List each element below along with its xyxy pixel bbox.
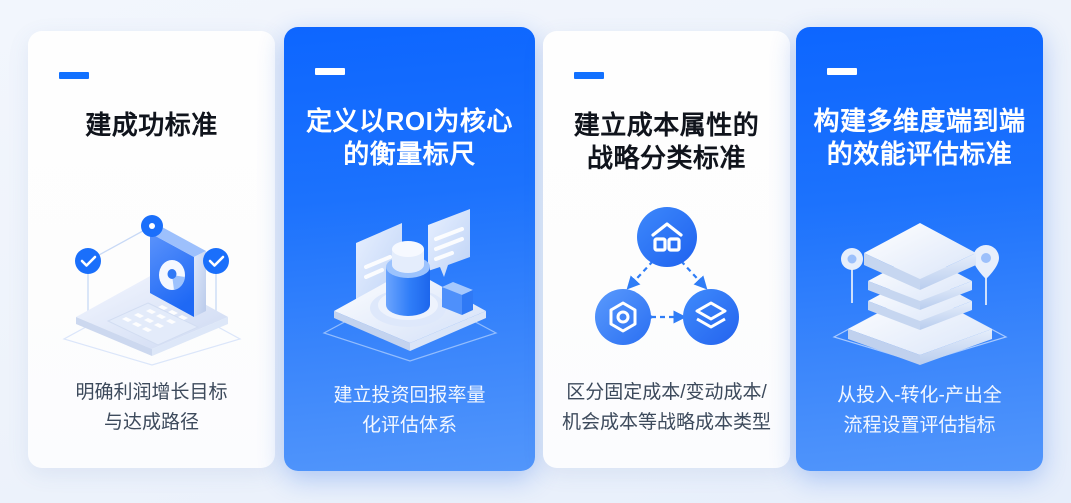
card-title: 建成功标准 — [85, 110, 218, 140]
triangle-node-diagram-icon — [543, 199, 790, 369]
card-roi-measurement-standard[interactable]: 定义以ROI为核心 的衡量标尺 — [284, 27, 535, 471]
card-title: 构建多维度端到端 的效能评估标准 — [813, 106, 1026, 169]
card-title: 建立成本属性的 战略分类标准 — [573, 110, 760, 173]
card-cost-attribute-classification[interactable]: 建立成本属性的 战略分类标准 — [543, 31, 790, 468]
isometric-layer-stack-icon — [796, 195, 1043, 365]
accent-dash-icon — [827, 68, 857, 75]
card-build-success-standard[interactable]: 建成功标准 — [28, 31, 275, 468]
card-end-to-end-performance-standard[interactable]: 构建多维度端到端 的效能评估标准 — [796, 27, 1043, 471]
card-title: 定义以ROI为核心 的衡量标尺 — [306, 106, 513, 169]
isometric-laptop-pie-chart-icon — [28, 199, 275, 369]
card-caption: 建立投资回报率量 化评估体系 — [333, 385, 486, 436]
card-caption: 明确利润增长目标 与达成路径 — [75, 382, 228, 433]
card-caption: 区分固定成本/变动成本/ 机会成本等战略成本类型 — [561, 382, 771, 433]
isometric-data-cylinder-icon — [284, 195, 535, 365]
accent-dash-icon — [315, 68, 345, 75]
accent-dash-icon — [574, 72, 604, 79]
accent-dash-icon — [59, 72, 89, 79]
card-caption: 从投入-转化-产出全 流程设置评估指标 — [837, 385, 1002, 436]
